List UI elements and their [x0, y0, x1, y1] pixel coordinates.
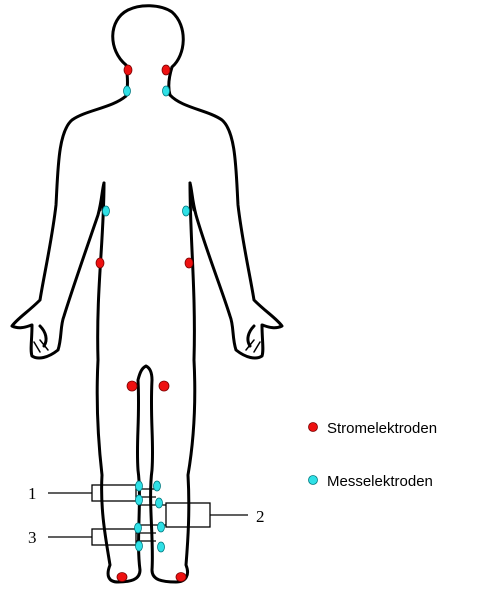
current-electrode-arm-left — [96, 258, 104, 268]
measuring-electrode-arm-left — [103, 206, 110, 216]
current-electrode-foot-right — [176, 573, 186, 582]
measuring-electrode-leg-right-2 — [156, 498, 163, 508]
legend-label-stromelektroden: Stromelektroden — [327, 420, 437, 437]
measuring-electrode-leg-right-1 — [154, 481, 161, 491]
measuring-electrode-leg-right-3 — [158, 522, 165, 532]
current-electrode-arm-right — [185, 258, 193, 268]
body-outline — [12, 6, 282, 582]
current-electrode-neck-right — [162, 65, 170, 75]
callout-label-2: 2 — [256, 507, 265, 526]
measuring-electrodes — [103, 86, 190, 552]
current-electrode-thigh-right — [159, 381, 169, 391]
measuring-electrode-leg-left-1 — [136, 481, 143, 491]
legend-swatch-messelektroden — [309, 476, 318, 485]
current-electrode-thigh-left — [127, 381, 137, 391]
callout-label-3: 3 — [28, 528, 37, 547]
lead-3-box — [92, 529, 136, 545]
measuring-electrode-arm-right — [183, 206, 190, 216]
legend-swatch-stromelektroden — [309, 423, 318, 432]
legend: Stromelektroden Messelektroden — [309, 420, 438, 490]
current-electrode-foot-left — [117, 573, 127, 582]
legend-item-stromelektroden: Stromelektroden — [309, 420, 438, 437]
measuring-electrode-neck-right — [163, 86, 170, 96]
current-electrode-neck-left — [124, 65, 132, 75]
current-electrodes — [96, 65, 193, 582]
callout-label-1: 1 — [28, 484, 37, 503]
head-outline — [113, 6, 184, 95]
legend-item-messelektroden: Messelektroden — [309, 473, 433, 490]
lead-1-box — [92, 485, 136, 501]
measuring-electrode-leg-left-3 — [135, 523, 142, 533]
legend-label-messelektroden: Messelektroden — [327, 473, 433, 490]
measuring-electrode-leg-left-2 — [136, 495, 143, 505]
measuring-electrode-leg-right-4 — [158, 542, 165, 552]
measuring-electrode-neck-left — [124, 86, 131, 96]
torso-outline — [12, 95, 282, 582]
lead-connectors — [48, 485, 248, 545]
measuring-electrode-leg-left-4 — [136, 541, 143, 551]
